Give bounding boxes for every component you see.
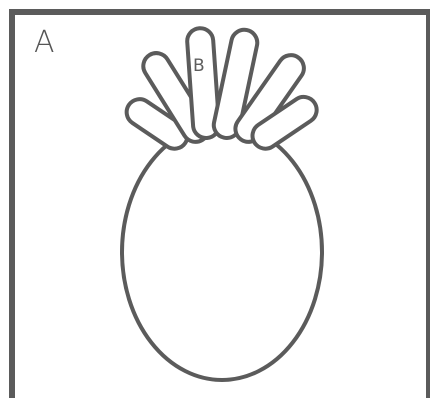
crown [122,27,322,153]
petal-label: B [193,58,205,75]
panel-label: A [34,28,55,58]
pineapple-body [122,124,322,380]
